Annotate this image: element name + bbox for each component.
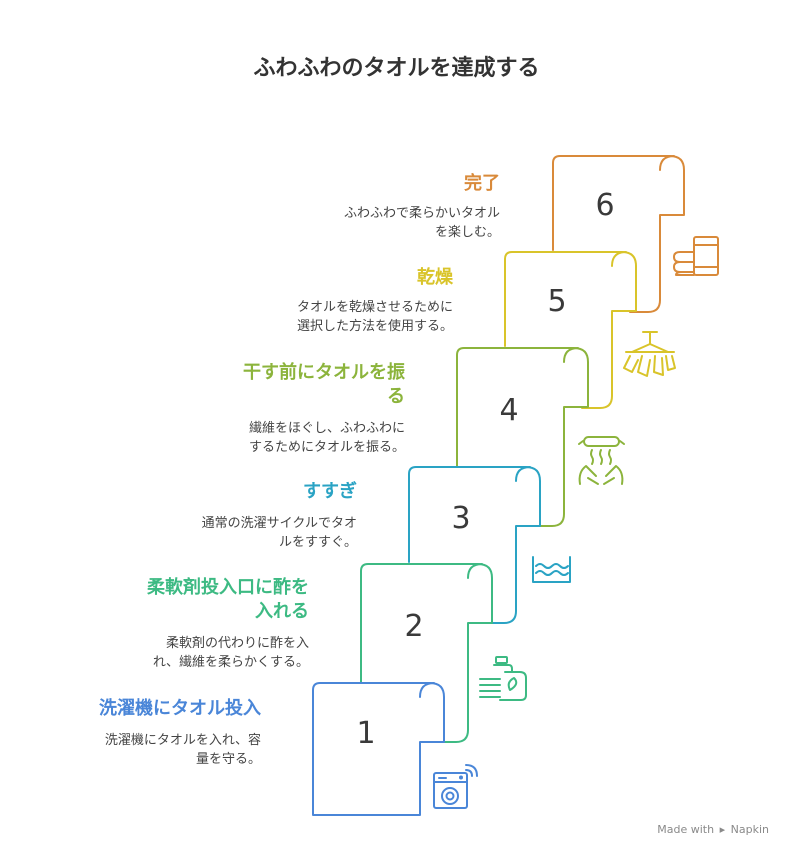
step-3-desc-line1: 通常の洗濯サイクルでタオ — [201, 516, 357, 531]
step-3-number: 3 — [451, 501, 470, 536]
water-basin-icon — [532, 556, 571, 583]
step-2-title-line2: 入れる — [255, 601, 309, 622]
step-4-number: 4 — [499, 393, 518, 428]
step-5-desc-line2: 選択した方法を使用する。 — [296, 319, 453, 334]
step-6-description: ふわふわで柔らかいタオル を楽しむ。 — [344, 204, 500, 242]
step-2-desc-line1: 柔軟剤の代わりに酢を入 — [165, 636, 309, 651]
step-1-scroll — [312, 682, 445, 816]
step-1-desc-line1: 洗濯機にタオルを入れ、容 — [104, 733, 261, 748]
made-with-label: Made with — [657, 823, 715, 836]
napkin-brand: Napkin — [730, 823, 769, 836]
step-1-description: 洗濯機にタオルを入れ、容 量を守る。 — [105, 731, 261, 769]
step-6-number: 6 — [595, 188, 614, 223]
step-1-desc-line2: 量を守る。 — [195, 752, 261, 767]
washing-machine-icon — [433, 764, 478, 809]
step-3-title: すすぎ — [303, 481, 357, 502]
folded-towels-icon — [673, 236, 719, 276]
step-2-number: 2 — [404, 609, 423, 644]
step-4-title-line1: 干す前にタオルを振 — [243, 362, 405, 383]
step-2-description: 柔軟剤の代わりに酢を入 れ、繊維を柔らかくする。 — [153, 634, 309, 672]
step-4-title: 干す前にタオルを振 る — [243, 361, 405, 409]
step-5-number: 5 — [547, 284, 566, 319]
step-2-title: 柔軟剤投入口に酢を 入れる — [147, 576, 309, 624]
step-3-description: 通常の洗濯サイクルでタオ ルをすすぐ。 — [202, 514, 357, 552]
softener-bottle-icon — [479, 656, 527, 701]
step-5-desc-line1: タオルを乾燥させるために — [296, 300, 453, 315]
step-4-desc-line1: 繊維をほぐし、ふわふわに — [248, 421, 405, 436]
step-5-title: 乾燥 — [417, 267, 453, 288]
step-2-desc-line2: れ、繊維を柔らかくする。 — [152, 655, 309, 670]
step-1-title: 洗濯機にタオル投入 — [99, 698, 261, 719]
step-6-desc-line2: を楽しむ。 — [434, 225, 500, 240]
step-1-number: 1 — [356, 716, 375, 751]
step-3-desc-line2: ルをすすぐ。 — [278, 535, 357, 550]
page-title: ふわふわのタオルを達成する — [253, 56, 540, 81]
step-4-title-line2: る — [387, 386, 405, 407]
made-with-napkin-credit: Made with ▸ Napkin — [657, 823, 769, 836]
napkin-logo-icon: ▸ — [719, 823, 726, 836]
step-6-title: 完了 — [464, 173, 500, 194]
step-2-title-line1: 柔軟剤投入口に酢を — [147, 577, 309, 598]
shaking-hands-icon — [578, 436, 625, 485]
step-4-desc-line2: するためにタオルを振る。 — [248, 440, 405, 455]
step-5-description: タオルを乾燥させるために 選択した方法を使用する。 — [297, 298, 453, 336]
step-4-description: 繊維をほぐし、ふわふわに するためにタオルを振る。 — [249, 419, 405, 457]
drying-rack-icon — [623, 331, 676, 377]
step-6-desc-line1: ふわふわで柔らかいタオル — [343, 206, 500, 221]
